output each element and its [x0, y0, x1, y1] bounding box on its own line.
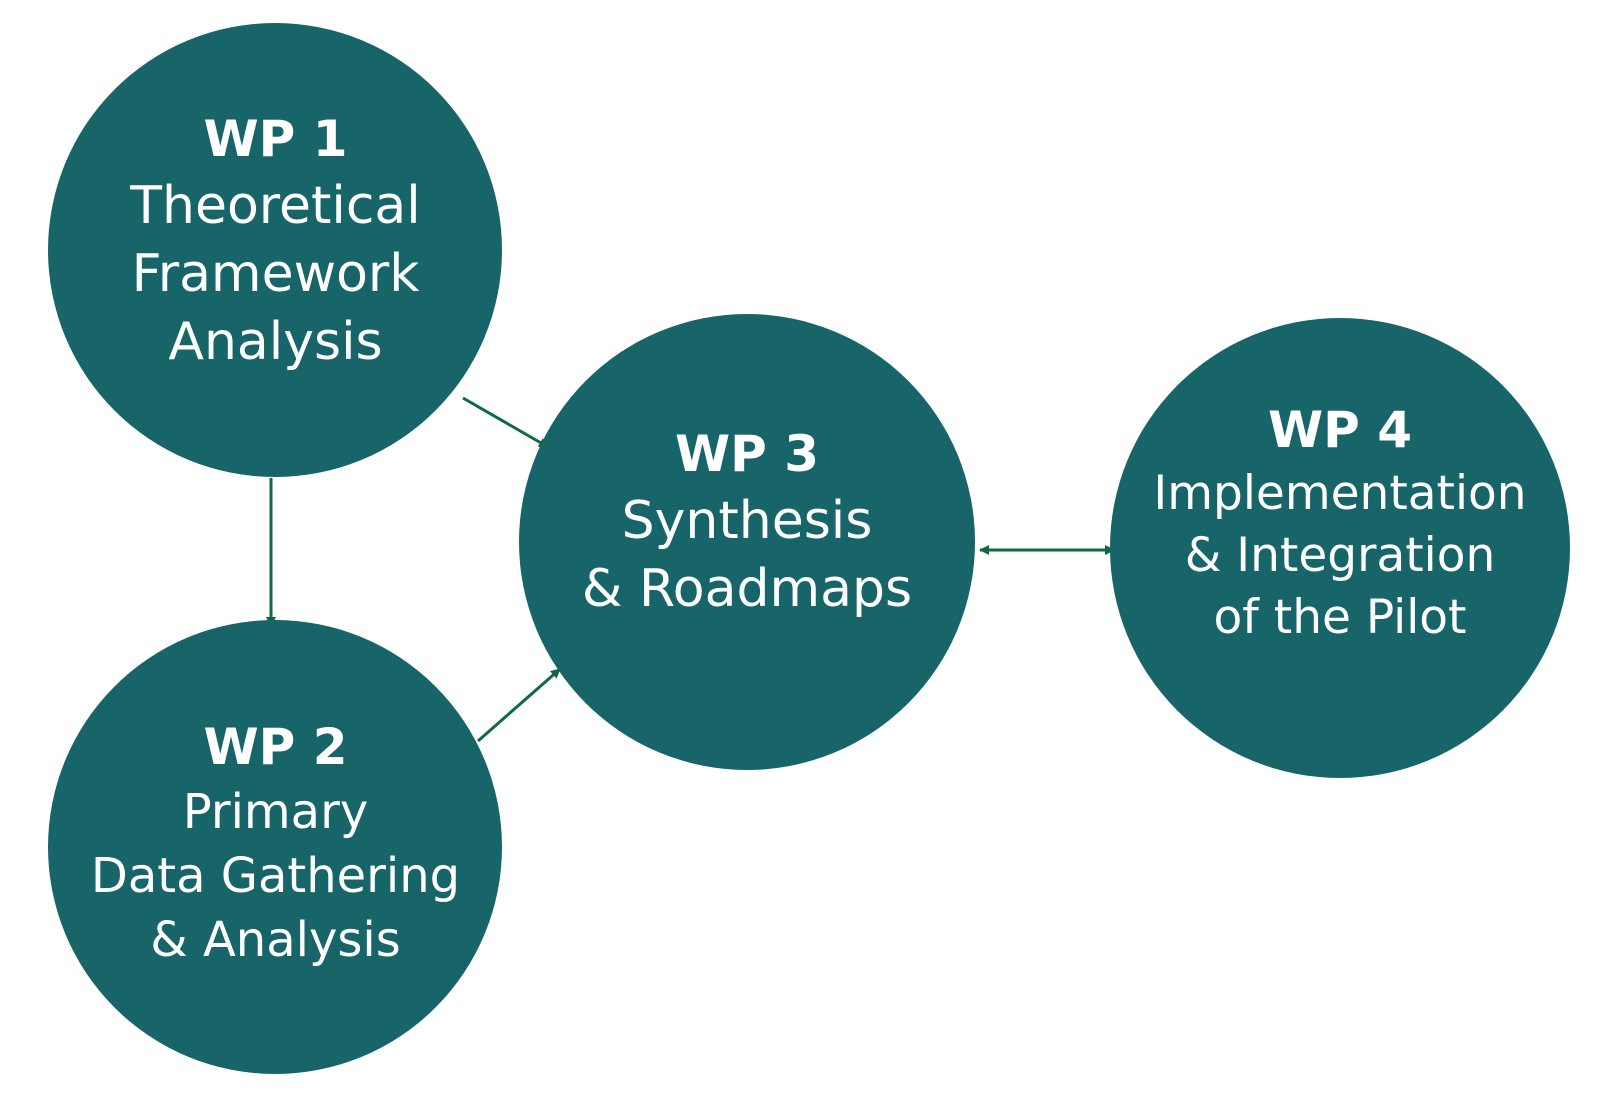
node-label-line: of the Pilot — [1213, 590, 1467, 645]
node-label-line: Synthesis — [621, 491, 873, 551]
node-wp1: WP 1 Theoretical Framework Analysis — [48, 23, 503, 478]
node-wp4: WP 4 Implementation & Integration of the… — [1110, 318, 1570, 778]
node-title: WP 3 — [675, 425, 819, 483]
node-circle-wp2 — [48, 620, 502, 1074]
node-circle-wp1 — [48, 23, 502, 477]
node-title: WP 4 — [1268, 401, 1412, 459]
node-label-line: & Integration — [1184, 528, 1496, 583]
arrow-wp1-to-wp3 — [462, 396, 549, 449]
node-circle-wp4 — [1110, 318, 1570, 778]
node-label-line: Data Gathering — [90, 847, 461, 904]
node-label-line: & Roadmaps — [581, 559, 913, 619]
node-label-line: Framework — [131, 243, 420, 304]
arrow-wp2-to-wp3 — [477, 667, 561, 743]
node-label-line: Primary — [182, 783, 369, 840]
node-wp3: WP 3 Synthesis & Roadmaps — [519, 314, 975, 770]
node-label-line: Implementation — [1153, 466, 1527, 521]
node-label-line: Analysis — [168, 311, 383, 372]
node-title: WP 2 — [203, 717, 348, 776]
node-title: WP 1 — [203, 109, 348, 168]
node-label-line: Theoretical — [130, 175, 421, 236]
node-label-line: & Analysis — [150, 911, 401, 968]
node-wp2: WP 2 Primary Data Gathering & Analysis — [48, 620, 503, 1075]
node-circle-wp3 — [519, 314, 975, 770]
